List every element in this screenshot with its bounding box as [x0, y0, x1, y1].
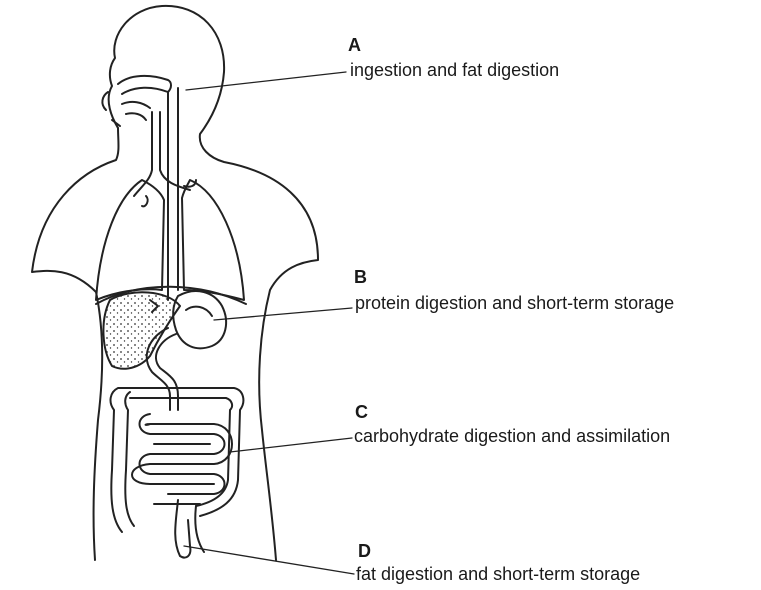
label-description-b: protein digestion and short-term storage	[355, 293, 675, 313]
leader-line-d	[183, 545, 355, 575]
leader-line-a	[185, 71, 347, 91]
rectum	[174, 499, 192, 559]
leader-line-c	[229, 437, 353, 453]
label-letter-b: B	[354, 267, 367, 287]
body-outline	[107, 4, 319, 561]
label-description-c: carbohydrate digestion and assimilation	[354, 426, 671, 446]
leader-line-b	[213, 307, 353, 321]
label-description-d: fat digestion and short-term storage	[356, 564, 641, 584]
left-lung	[95, 179, 165, 301]
label-description-a: ingestion and fat digestion	[350, 60, 560, 80]
stomach	[172, 290, 228, 350]
large-intestine	[109, 387, 245, 533]
label-letter-a: A	[348, 35, 361, 55]
oral-cavity	[117, 74, 172, 93]
small-intestine	[138, 413, 226, 495]
liver	[102, 291, 181, 370]
diaphragm	[95, 285, 247, 305]
body-outline-left	[31, 127, 120, 561]
label-letter-c: C	[355, 402, 368, 422]
right-lung	[181, 179, 245, 301]
label-letter-d: D	[358, 541, 371, 561]
